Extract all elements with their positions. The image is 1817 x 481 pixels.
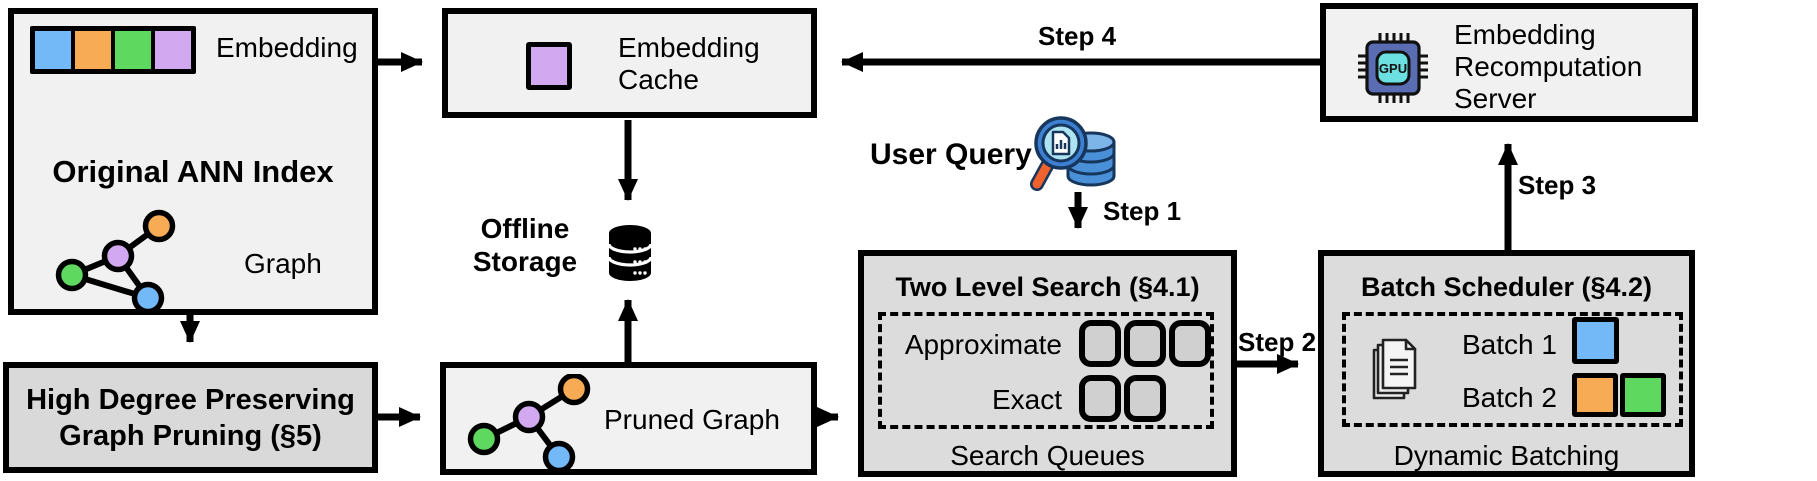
server-label-line1: Embedding (1454, 19, 1596, 50)
embedding-cache-box: Embedding Cache (442, 8, 817, 118)
pruning-title-line1: High Degree Preserving (26, 383, 355, 416)
step3-label: Step 3 (1518, 170, 1597, 200)
cached-embedding-icon (526, 42, 572, 90)
server-label-line2: Recomputation (1454, 51, 1643, 82)
user-query-label: User Query (870, 138, 1032, 171)
pruned-graph-box: Pruned Graph (440, 362, 817, 475)
search-queues-caption: Search Queues (950, 440, 1145, 471)
dynamic-batching-caption: Dynamic Batching (1393, 440, 1620, 471)
graph-icon (55, 209, 176, 315)
database-icon (607, 225, 653, 281)
queue-slot (1079, 375, 1121, 422)
exact-queue-slots (1079, 375, 1166, 422)
offline-storage-label: Offline Storage (472, 213, 578, 277)
approximate-queue-label: Approximate (904, 329, 1062, 360)
batch1-query-chip-blue (1572, 317, 1619, 364)
recomputation-server-box: GPU Embedding Recomputation Server (1320, 3, 1698, 122)
batch2-query-chip-orange (1572, 373, 1618, 417)
embedding-cell-blue (35, 31, 71, 69)
search-queues-dashed-region (878, 312, 1214, 429)
gpu-chip-icon: GPU (1358, 33, 1428, 103)
batch-scheduler-title: Batch Scheduler (§4.2) (1360, 272, 1653, 302)
pruned-graph-icon (467, 374, 591, 474)
batch2-label: Batch 2 (1462, 382, 1557, 413)
graph-pruning-box: High Degree Preserving Graph Pruning (§5… (3, 362, 378, 473)
embedding-vector-icon (30, 26, 196, 74)
embedding-cell-green (115, 31, 151, 69)
two-level-search-box: Two Level Search (§4.1) Approximate Exac… (858, 250, 1237, 477)
cache-label-line1: Embedding (618, 32, 760, 63)
approximate-queue-slots (1079, 320, 1211, 367)
dynamic-batching-dashed-region (1342, 312, 1683, 427)
two-level-search-title: Two Level Search (§4.1) (895, 272, 1200, 302)
embedding-cell-orange (75, 31, 111, 69)
documents-icon (1372, 338, 1417, 400)
batch1-label: Batch 1 (1462, 329, 1557, 360)
original-ann-index-box: Embedding Original ANN Index Graph (8, 8, 378, 315)
pruned-graph-label: Pruned Graph (604, 404, 780, 435)
queue-slot (1124, 375, 1166, 422)
step1-label: Step 1 (1103, 196, 1182, 226)
queue-slot (1169, 320, 1211, 367)
queue-slot (1124, 320, 1166, 367)
ann-index-title: Original ANN Index (52, 154, 334, 189)
queue-slot (1079, 320, 1121, 367)
server-label-line3: Server (1454, 83, 1537, 114)
query-search-icon (1030, 116, 1116, 191)
gpu-chip-label: GPU (1379, 61, 1407, 76)
batch-scheduler-box: Batch Scheduler (§4.2) Batch 1 Batch 2 D… (1318, 250, 1695, 477)
exact-queue-label: Exact (991, 384, 1062, 415)
pruning-title-line2: Graph Pruning (§5) (59, 419, 322, 452)
embedding-cell-purple (155, 31, 191, 69)
graph-label: Graph (244, 248, 322, 279)
step2-label: Step 2 (1238, 327, 1317, 357)
embedding-label: Embedding (216, 32, 358, 63)
batch2-query-chip-green (1620, 373, 1666, 417)
step4-label: Step 4 (1038, 21, 1117, 51)
cache-label-line2: Cache (618, 64, 699, 95)
